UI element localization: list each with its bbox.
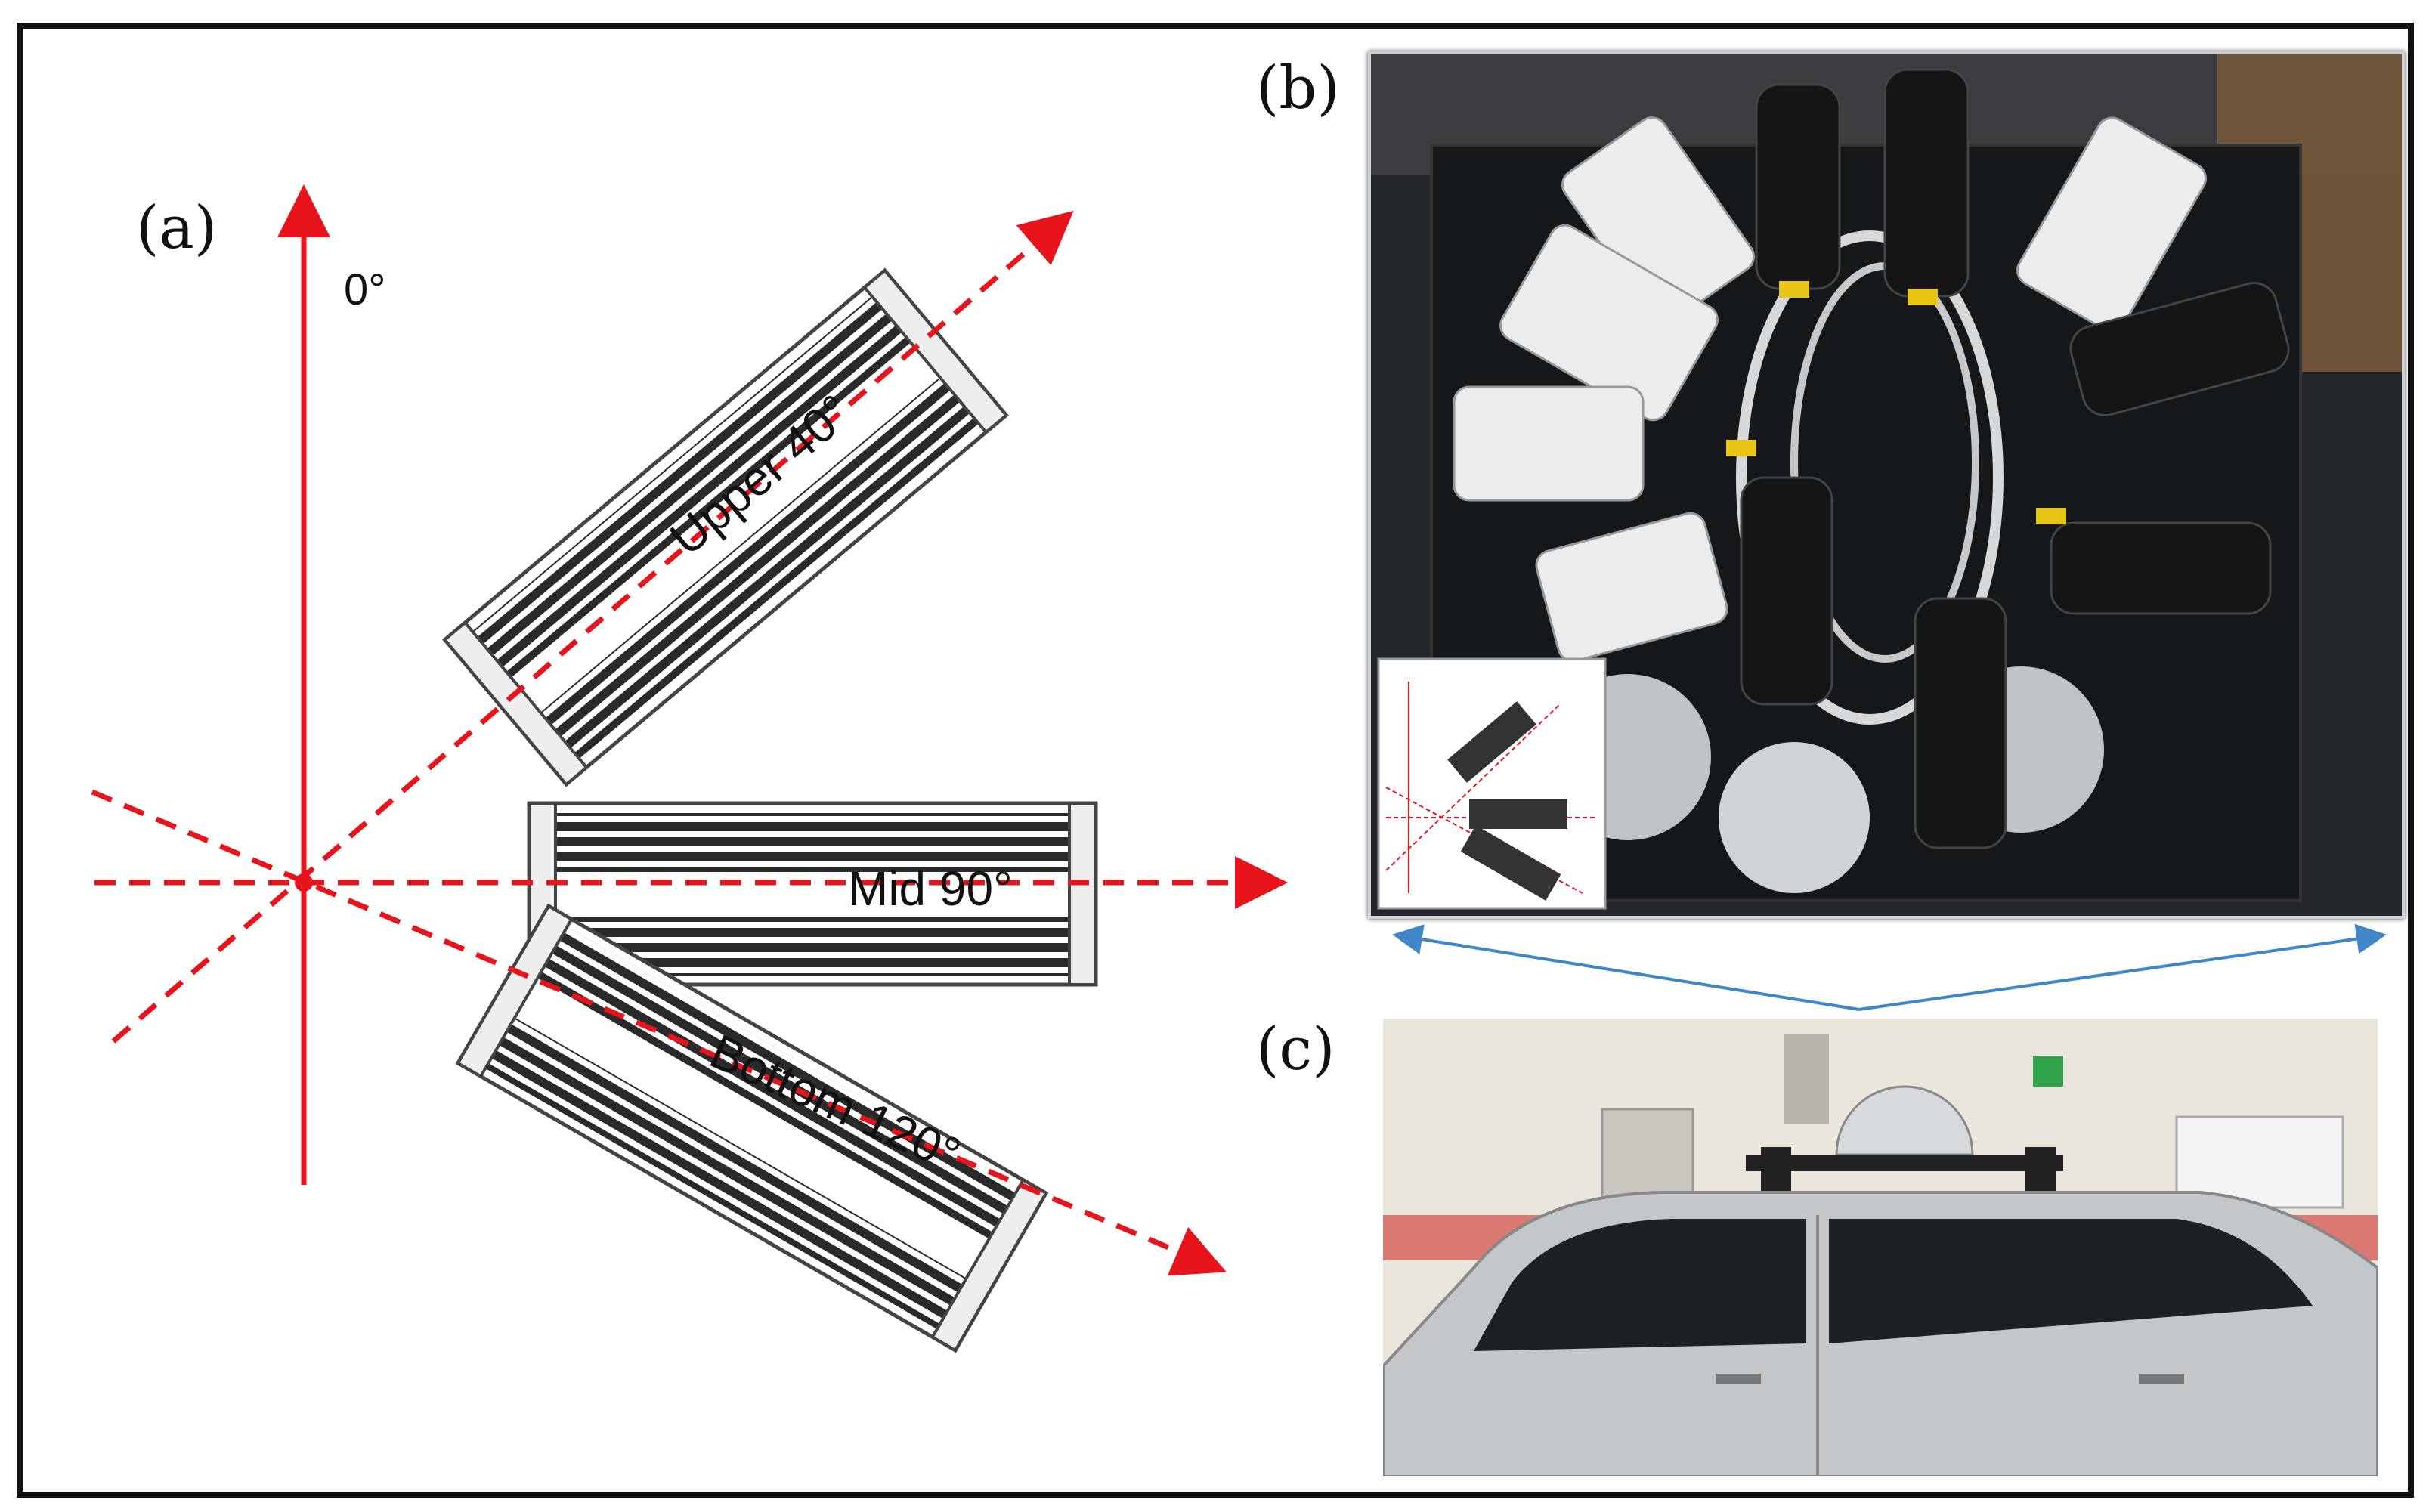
bottom-120-axis bbox=[91, 789, 1227, 1276]
panel-label-a: (a) bbox=[136, 194, 218, 262]
figure-frame: (a) (b) (c) bbox=[17, 23, 2414, 1498]
panel-label-c: (c) bbox=[1256, 1016, 1335, 1084]
upper-40-axis bbox=[111, 210, 1074, 1044]
vertical-axis-label: 0° bbox=[344, 265, 385, 314]
camera-upper bbox=[442, 267, 1009, 787]
origin-point bbox=[295, 873, 313, 892]
mid-camera-label: Mid 90° bbox=[848, 861, 1013, 916]
vehicle-photo bbox=[1383, 1019, 2378, 1476]
link-arrow bbox=[1392, 923, 2387, 1011]
panel-label-b: (b) bbox=[1256, 54, 1340, 122]
camera-rig-photo bbox=[1368, 51, 2405, 919]
camera-angle-diagram: 0° Upper 40° Mid 90° Bottom 120° bbox=[91, 184, 1288, 1353]
axis-lines bbox=[91, 184, 1288, 1276]
